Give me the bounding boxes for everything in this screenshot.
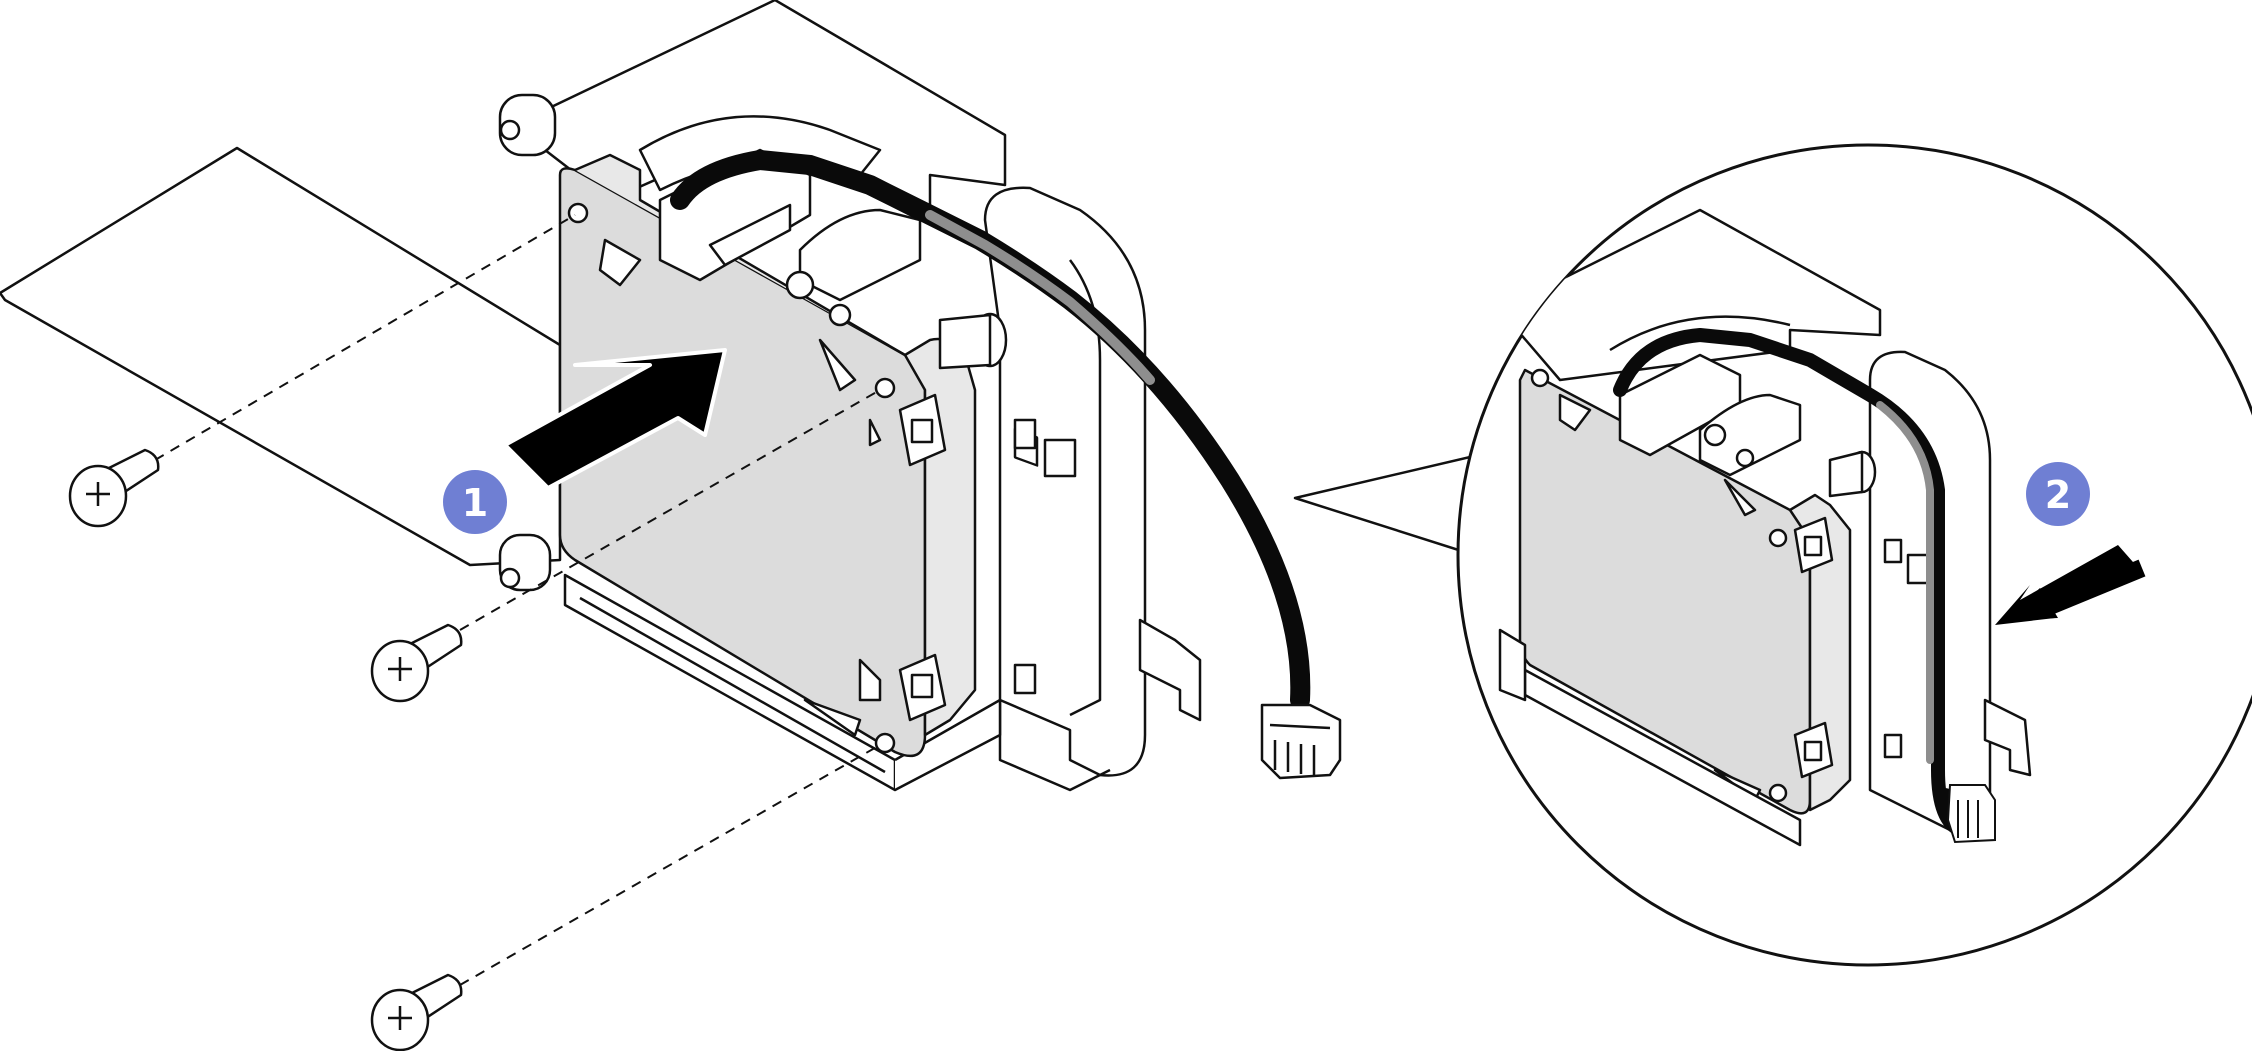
step-1-badge: 1	[443, 470, 507, 534]
step-1-number: 1	[462, 481, 488, 525]
screw-icon	[370, 973, 463, 1051]
screw-guides	[154, 214, 881, 986]
arrow-icon	[1995, 545, 2146, 625]
drive-hole-3	[874, 732, 896, 754]
screw-icon	[370, 623, 463, 703]
bracket-side-wall	[983, 186, 1147, 777]
drive-cable	[670, 150, 1311, 710]
wall-tab	[1138, 618, 1202, 722]
wall-slot-3	[1013, 663, 1037, 695]
bracket-post-top	[498, 93, 557, 157]
drive-hole-2	[874, 377, 896, 399]
screw-icon	[68, 448, 160, 528]
wall-slot-1	[1013, 418, 1037, 450]
connector-icon	[1946, 784, 1996, 844]
step-2-number: 2	[2045, 473, 2071, 517]
wall-slot-2	[1043, 438, 1077, 478]
arrow-icon	[503, 348, 727, 490]
connector-icon	[1260, 703, 1342, 780]
step-2-badge: 2	[2026, 462, 2090, 526]
shield-plate	[0, 146, 562, 567]
drive-hole-1	[567, 202, 589, 224]
zoom-detail	[1456, 143, 2252, 967]
